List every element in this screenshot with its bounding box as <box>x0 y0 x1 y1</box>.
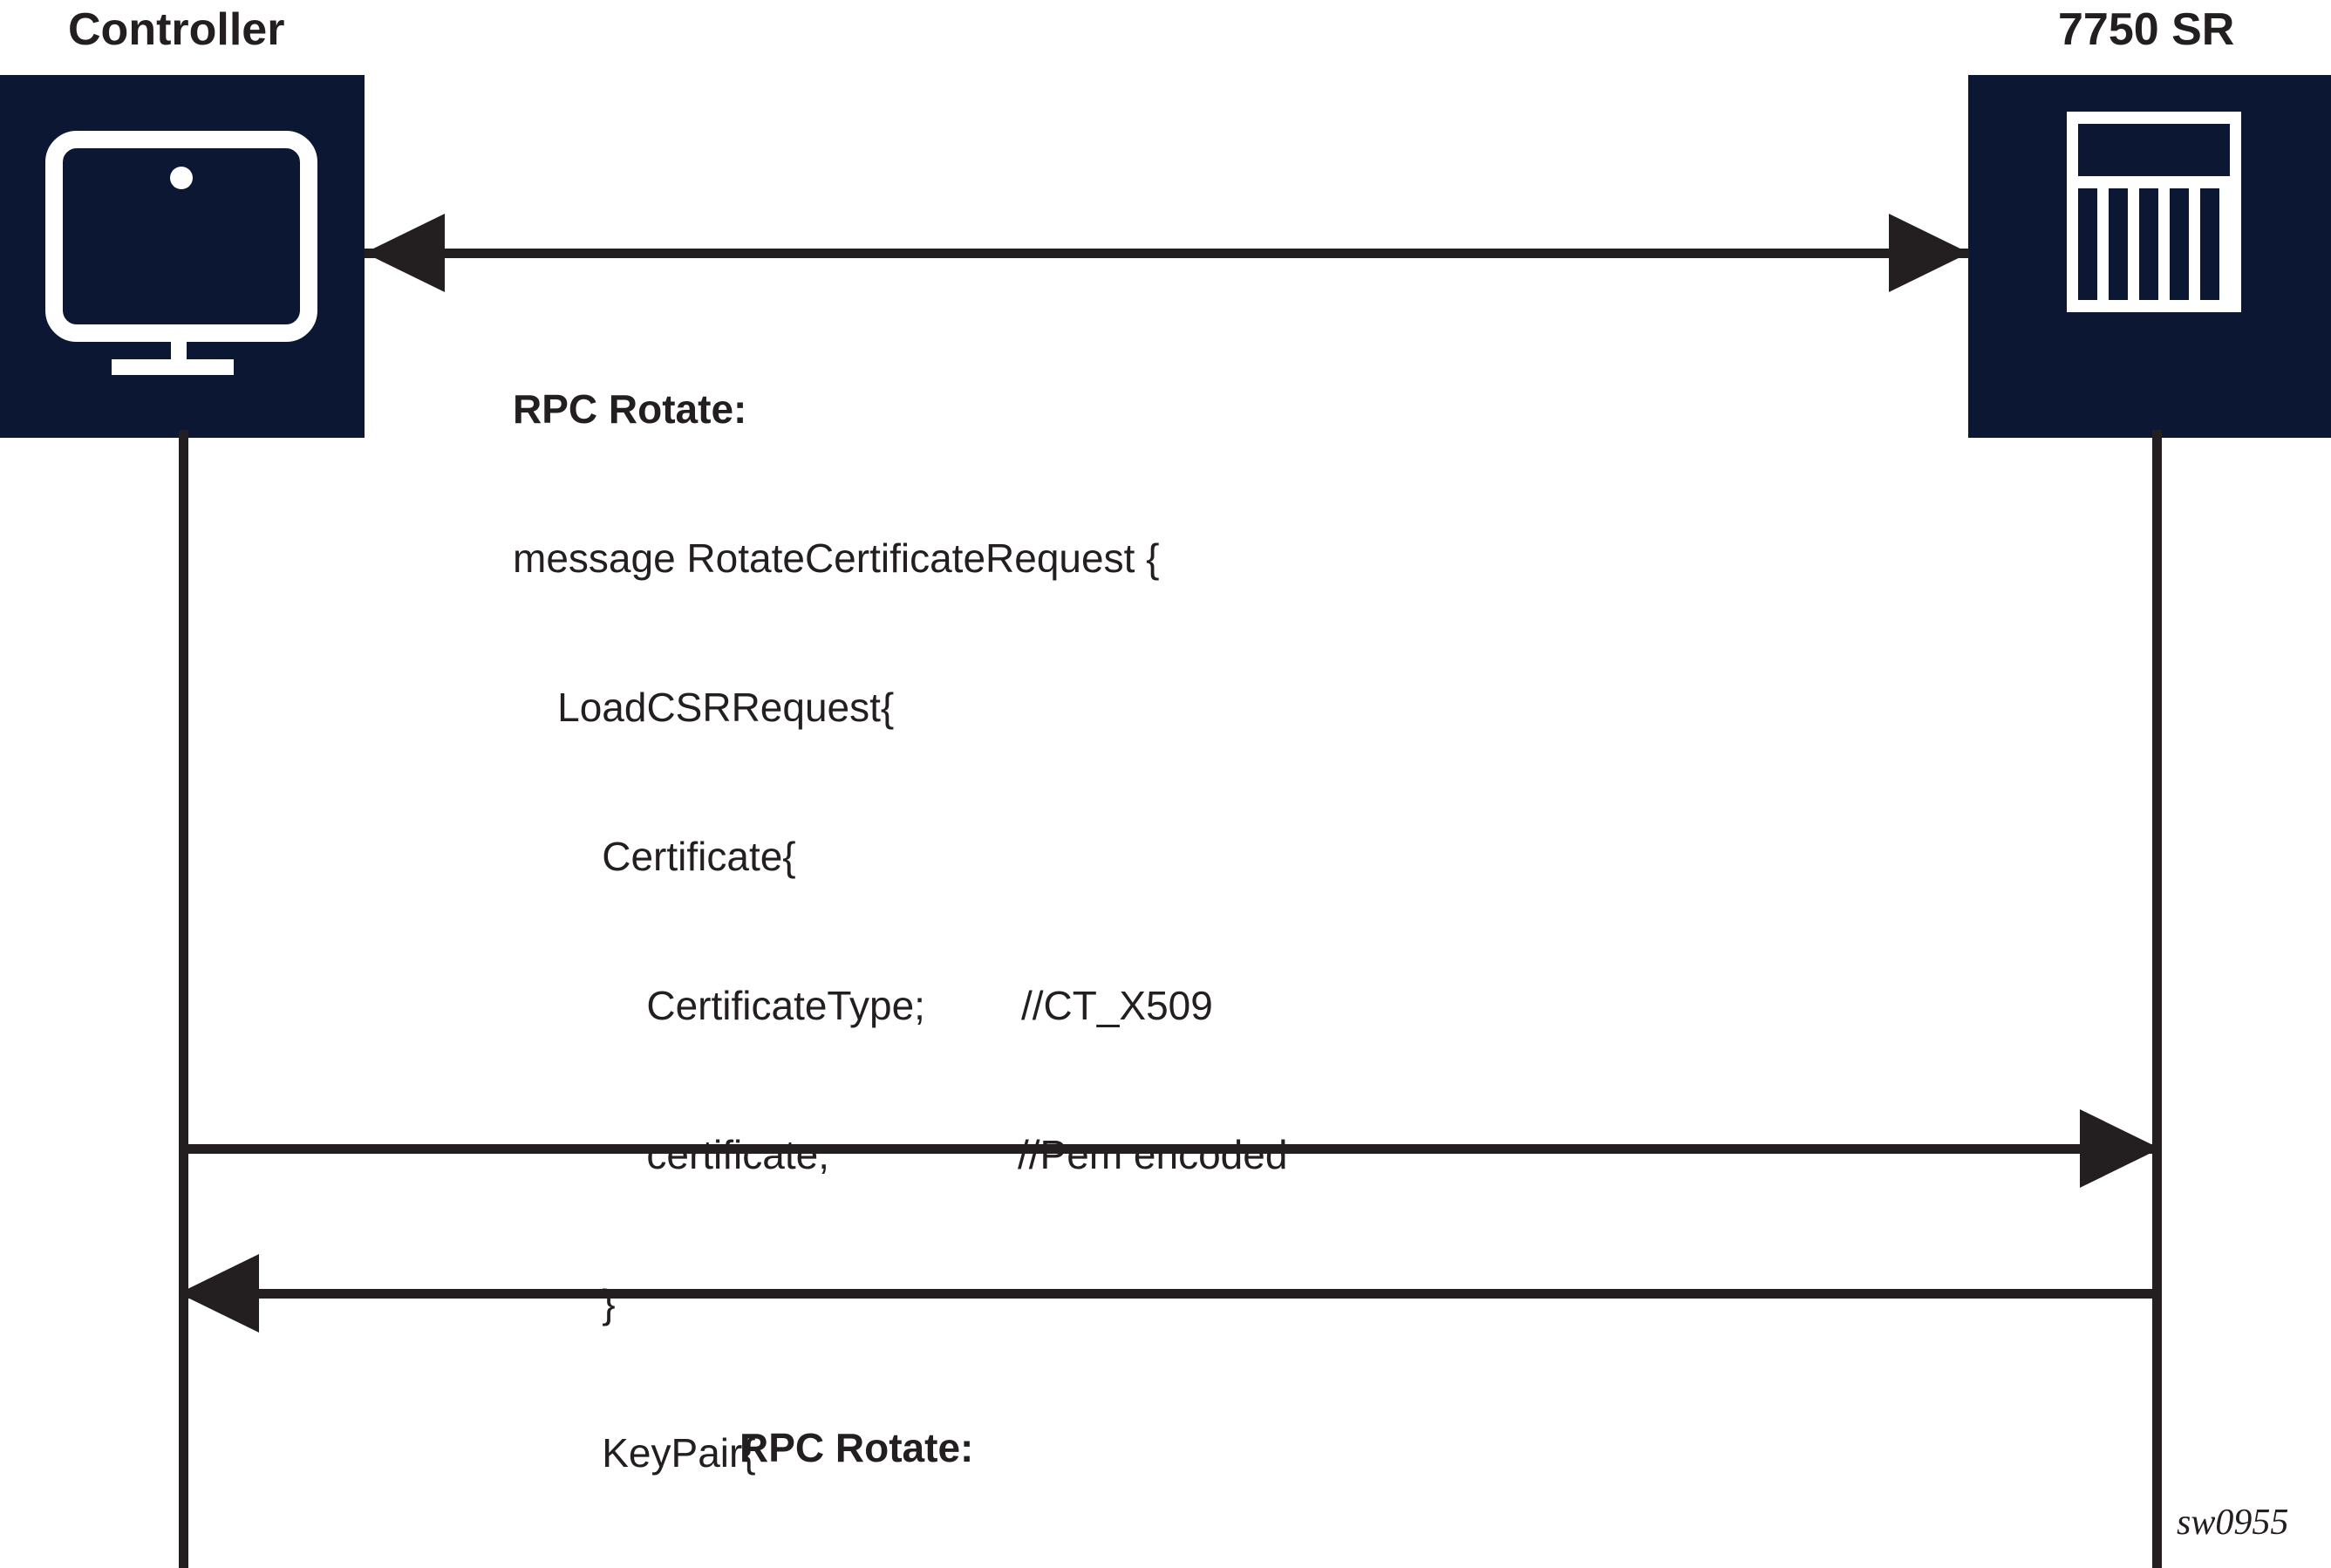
controller-box <box>0 75 365 438</box>
figure-id-watermark: sw0955 <box>2177 1503 2289 1543</box>
rotate-response-arrow-head <box>179 1254 259 1333</box>
request-line-0: message RotateCertificateRequest { <box>513 535 1160 581</box>
request-line-4: certificate; //Pem encoded <box>513 1130 1287 1180</box>
monitor-icon <box>45 131 317 375</box>
router-box <box>1968 75 2331 438</box>
controller-label: Controller <box>68 4 285 55</box>
rotate-response-arrow-line <box>179 1289 2160 1299</box>
load-csr-arrow-line <box>179 1144 2160 1154</box>
rotate-request-arrow-head-left <box>365 214 445 292</box>
rotate-request-arrow-head-right <box>1889 214 1969 292</box>
request-line-3: CertificateType; //CT_X509 <box>513 981 1287 1031</box>
router-icon <box>2067 112 2241 312</box>
router-lifeline <box>2152 430 2162 1568</box>
rotate-request-arrow-line <box>365 249 1969 258</box>
certificate-comment: //Pem encoded <box>1018 1132 1288 1177</box>
request-line-4-code: certificate; <box>513 1132 829 1177</box>
controller-lifeline <box>179 430 188 1568</box>
request-line-3-code: CertificateType; <box>513 983 925 1028</box>
response-message-block: RPC Rotate: message RotateCertificateRes… <box>740 1324 1407 1568</box>
request-line-2: Certificate{ <box>513 834 796 879</box>
router-label: 7750 SR <box>2058 4 2235 55</box>
request-line-5: } <box>513 1281 616 1326</box>
request-line-1: LoadCSRRequest{ <box>513 685 895 730</box>
request-message-block: RPC Rotate: message RotateCertificateReq… <box>513 285 1287 1568</box>
request-heading: RPC Rotate: <box>513 386 747 432</box>
certificate-type-comment: //CT_X509 <box>1020 983 1213 1028</box>
load-csr-arrow-head <box>2080 1109 2160 1188</box>
response-heading: RPC Rotate: <box>740 1425 974 1470</box>
request-line-6: KeyPair{ <box>513 1430 756 1476</box>
